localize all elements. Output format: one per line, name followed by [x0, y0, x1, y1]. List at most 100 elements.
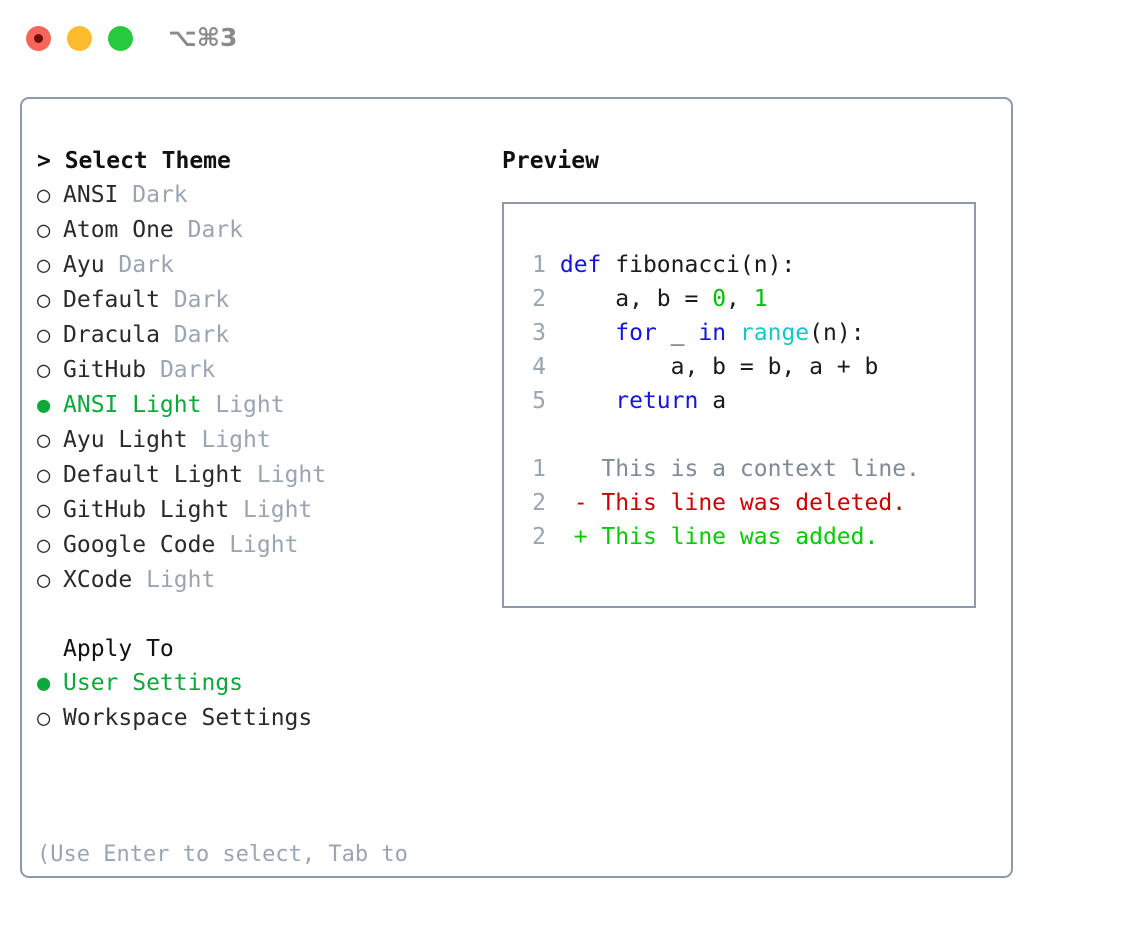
diff-marker: -	[573, 490, 602, 516]
radio-unselected-icon: ○	[37, 323, 51, 348]
theme-option-list: ○ANSI Dark○Atom One Dark○Ayu Dark○Defaul…	[37, 178, 497, 598]
radio-unselected-icon: ○	[37, 568, 51, 593]
radio-selected-icon: ●	[37, 671, 51, 696]
theme-option-dracula[interactable]: ○ Dracula Dark	[37, 318, 497, 353]
theme-option-ayu-light[interactable]: ○ Ayu Light Light	[37, 423, 497, 458]
diff-text: This line was deleted.	[601, 490, 907, 516]
theme-option-kind-badge: Dark	[173, 287, 230, 313]
code-token-txt: a, b = b, a + b	[559, 354, 879, 380]
theme-option-label: ANSI	[63, 182, 119, 208]
diff-marker	[574, 456, 602, 482]
keyboard-hint-line-1: (Use Enter to select, Tab to	[37, 842, 408, 867]
theme-option-kind-badge: Light	[215, 392, 285, 418]
theme-option-label: Atom One	[63, 217, 174, 243]
list-spacer	[37, 598, 497, 632]
code-diff-gap	[524, 418, 974, 452]
diff-line-number: 1	[532, 456, 546, 482]
theme-option-atom-one[interactable]: ○ Atom One Dark	[37, 213, 497, 248]
code-line-number: 5	[532, 388, 546, 414]
code-token-kw: def	[559, 252, 616, 278]
code-token-kw: for	[615, 320, 657, 346]
radio-unselected-icon: ○	[37, 428, 51, 453]
diff-line-del: 2 - This line was deleted.	[524, 486, 974, 520]
diff-text: This is a context line.	[601, 456, 920, 482]
keyboard-shortcut-label: ⌥⌘3	[168, 23, 238, 52]
theme-option-label: Default	[63, 287, 160, 313]
theme-option-kind-badge: Light	[201, 427, 271, 453]
theme-option-ayu[interactable]: ○Ayu Dark	[37, 248, 497, 283]
traffic-light-group	[26, 26, 133, 51]
diff-line-add: 2 + This line was added.	[524, 520, 974, 554]
theme-option-default-light[interactable]: ○Default Light Light	[37, 458, 497, 493]
code-line: 3 for _ in range(n):	[524, 316, 974, 350]
close-button-icon[interactable]	[26, 26, 51, 51]
code-line: 1 def fibonacci(n):	[524, 248, 974, 282]
theme-option-google-code[interactable]: ○ Google Code Light	[37, 528, 497, 563]
theme-selector-dialog: > Select Theme ○ANSI Dark○Atom One Dark○…	[20, 97, 1013, 878]
theme-option-label: GitHub	[63, 357, 147, 383]
theme-option-xcode[interactable]: ○XCode Light	[37, 563, 497, 598]
keyboard-hint: (Use Enter to select, Tab to change focu…	[37, 770, 457, 934]
hint-spacer	[37, 736, 497, 770]
code-token-txt: _	[656, 320, 699, 346]
code-line: 4 a, b = b, a + b	[524, 350, 974, 384]
radio-unselected-icon: ○	[37, 533, 51, 558]
code-line: 5 return a	[524, 384, 974, 418]
theme-option-label: Ayu Light	[63, 427, 188, 453]
radio-selected-icon: ●	[37, 393, 51, 418]
theme-option-kind-badge: Dark	[173, 322, 230, 348]
code-line-number: 3	[532, 320, 546, 346]
theme-option-label: Dracula	[63, 322, 160, 348]
theme-option-default[interactable]: ○ Default Dark	[37, 283, 497, 318]
code-token-kw: return	[615, 388, 699, 414]
theme-option-ansi[interactable]: ○ ANSI Dark	[37, 178, 497, 213]
radio-unselected-icon: ○	[37, 358, 51, 383]
code-token-txt	[560, 388, 615, 414]
radio-unselected-icon: ○	[37, 253, 51, 278]
theme-option-label: Google Code	[63, 532, 216, 558]
theme-option-github-light[interactable]: ○ GitHub Light Light	[37, 493, 497, 528]
diff-line-number: 2	[532, 524, 546, 550]
title-bar: ⌥⌘3	[0, 0, 1140, 78]
select-theme-header: > Select Theme	[37, 148, 231, 174]
preview-title: Preview	[502, 148, 599, 174]
theme-option-kind-badge: Dark	[187, 217, 244, 243]
theme-option-github[interactable]: ○ GitHub Dark	[37, 353, 497, 388]
theme-option-ansi-light[interactable]: ●ANSI Light Light	[37, 388, 497, 423]
code-token-num: 0	[712, 286, 727, 312]
preview-pane: Preview 1 def fibonacci(n):2 a, b = 0, 1…	[502, 144, 997, 608]
minimize-button-icon[interactable]	[67, 26, 92, 51]
code-line-number: 2	[532, 286, 546, 312]
apply-to-option-user-settings[interactable]: ●User Settings	[37, 666, 497, 701]
radio-unselected-icon: ○	[37, 288, 51, 313]
code-token-txt: (n):	[809, 320, 865, 346]
diff-sample: 1 This is a context line.2 - This line w…	[524, 452, 974, 554]
theme-list-pane: > Select Theme ○ANSI Dark○Atom One Dark○…	[37, 144, 497, 934]
recording-indicator-icon	[34, 34, 43, 43]
zoom-button-icon[interactable]	[108, 26, 133, 51]
code-line: 2 a, b = 0, 1	[524, 282, 974, 316]
code-line-number: 1	[532, 252, 546, 278]
radio-unselected-icon: ○	[37, 498, 51, 523]
code-token-fn: range	[739, 320, 810, 346]
diff-line-ctx: 1 This is a context line.	[524, 452, 974, 486]
radio-unselected-icon: ○	[37, 218, 51, 243]
theme-option-kind-badge: Light	[229, 532, 299, 558]
theme-option-label: Ayu	[63, 252, 105, 278]
theme-option-label: GitHub Light	[63, 497, 230, 523]
theme-option-kind-badge: Light	[243, 497, 313, 523]
code-token-txt: a, b =	[559, 286, 713, 312]
radio-unselected-icon: ○	[37, 463, 51, 488]
apply-to-option-workspace-settings[interactable]: ○Workspace Settings	[37, 701, 497, 736]
diff-line-number: 2	[532, 490, 546, 516]
diff-marker: +	[573, 524, 602, 550]
radio-unselected-icon: ○	[37, 183, 51, 208]
code-token-txt	[726, 320, 740, 346]
code-token-num: 1	[753, 286, 768, 312]
apply-to-option-label: Workspace Settings	[63, 705, 313, 731]
theme-option-kind-badge: Dark	[132, 182, 188, 208]
apply-to-option-list: ●User Settings○Workspace Settings	[37, 666, 497, 736]
code-token-txt	[560, 320, 615, 346]
theme-option-kind-badge: Dark	[159, 357, 216, 383]
